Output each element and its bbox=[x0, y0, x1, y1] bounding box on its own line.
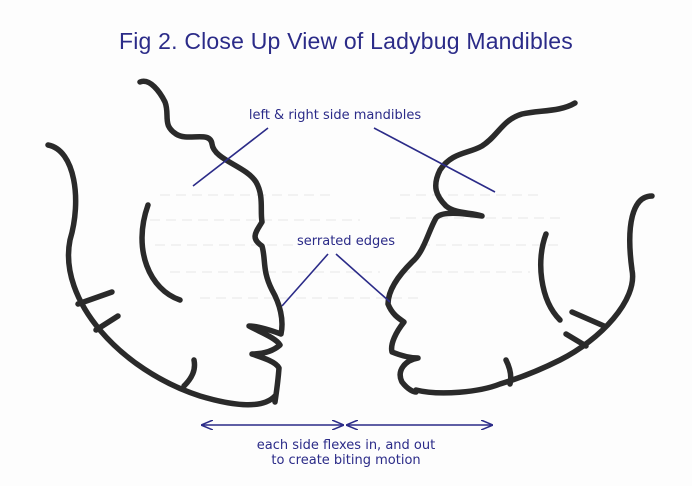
left-rib-lower bbox=[93, 313, 121, 333]
left-mandible-group bbox=[45, 78, 285, 408]
caption-line-2: to create biting motion bbox=[271, 453, 421, 468]
right-mandible-group bbox=[385, 100, 655, 396]
left-inner-tick bbox=[181, 357, 198, 389]
left-head-outline bbox=[45, 142, 278, 408]
right-mandible bbox=[385, 100, 578, 395]
pointer-right-mandible bbox=[373, 127, 496, 193]
serrated-edges-label: serrated edges bbox=[297, 234, 395, 249]
left-rib-upper bbox=[75, 289, 115, 307]
pointer-left-serration bbox=[281, 253, 329, 307]
right-head-outline bbox=[413, 193, 655, 396]
left-inner-arc bbox=[139, 202, 183, 303]
right-inner-tick bbox=[503, 357, 514, 387]
left-mandible bbox=[137, 78, 285, 405]
annotation-pointers bbox=[192, 127, 496, 307]
right-rib-upper bbox=[569, 309, 607, 329]
motion-caption: each side flexes in, and out to create b… bbox=[196, 438, 496, 468]
caption-line-1: each side flexes in, and out bbox=[256, 438, 436, 453]
right-rib-lower bbox=[563, 331, 589, 349]
pointer-left-mandible bbox=[192, 127, 269, 187]
mandibles-label: left & right side mandibles bbox=[248, 108, 422, 123]
right-inner-arc bbox=[538, 231, 563, 323]
pointer-right-serration bbox=[335, 253, 391, 303]
figure-title: Fig 2. Close Up View of Ladybug Mandible… bbox=[119, 28, 573, 54]
background-texture bbox=[150, 194, 560, 299]
